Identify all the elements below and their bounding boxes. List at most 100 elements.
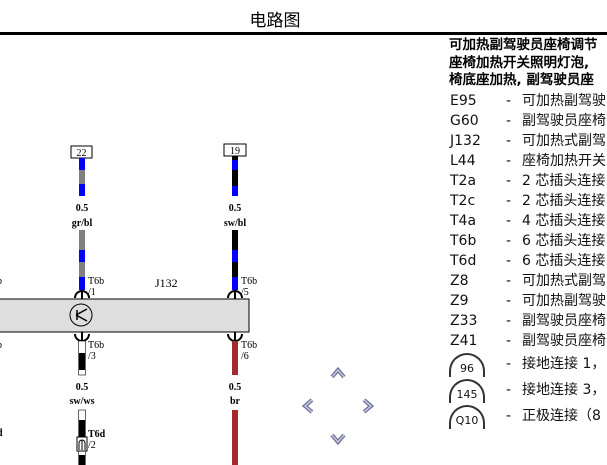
legend-dash: -	[506, 92, 512, 109]
legend-header-line: 可加热副驾驶员座椅调节	[449, 37, 598, 53]
wire-sw-ws[interactable]: T6b /3 0.5 sw/ws T6d /2	[69, 332, 106, 465]
ground-symbol-icon: Q10	[449, 404, 485, 429]
legend-dash: -	[506, 407, 512, 424]
legend-code: E95	[450, 92, 477, 109]
legend-item: J132-可加热式副驾	[449, 131, 607, 151]
legend-code: J132	[450, 132, 481, 149]
terminal-number: 19	[230, 146, 240, 157]
legend-dash: -	[506, 292, 512, 309]
wire-size: 0.5	[76, 382, 89, 393]
connector-pin: /6	[241, 351, 249, 362]
header-divider	[0, 32, 607, 35]
wire-sw-bl[interactable]: 19 0.5 sw/bl T6b /5	[223, 143, 257, 299]
connector-pin: /5	[241, 287, 249, 298]
legend-desc: 6 芯插头连接	[522, 232, 606, 249]
connector-pin: /2	[88, 440, 96, 451]
legend-item: Z9 -可加热副驾驶	[449, 291, 607, 311]
legend-item: L44 -座椅加热开关	[449, 151, 607, 171]
legend-item: G60-副驾驶员座椅	[449, 111, 607, 131]
legend-item: T2a -2 芯插头连接	[449, 171, 607, 191]
connector-label: T6b	[88, 276, 104, 287]
legend-dash: -	[506, 355, 512, 372]
connector-label: T6d	[88, 429, 106, 440]
legend-code: Z33	[450, 312, 478, 329]
connector-label: T6b	[241, 340, 257, 351]
page-title: 电路图	[249, 11, 301, 31]
legend-desc: 可加热副驾驶	[522, 292, 606, 309]
legend-item: T6d -6 芯插头连接	[449, 251, 607, 271]
legend-desc: 2 芯插头连接	[522, 172, 606, 189]
legend-dash: -	[506, 132, 512, 149]
legend-item: E95 -可加热副驾驶	[449, 91, 607, 111]
legend-code: Z41	[450, 332, 478, 349]
circuit-diagram[interactable]: 22 0.5 gr/bl T6b /1 19 0.5 sw/bl T6b /5 …	[0, 0, 445, 465]
legend-ground-item: Q10 -正极连接（8	[449, 403, 607, 429]
edge-fragment: d	[0, 428, 3, 439]
pan-left-icon[interactable]	[300, 398, 316, 414]
legend-item: T6b -6 芯插头连接	[449, 231, 607, 251]
pan-control[interactable]	[300, 365, 380, 447]
pan-down-icon[interactable]	[330, 431, 346, 447]
legend-desc: 座椅加热开关	[522, 152, 606, 169]
legend-dash: -	[506, 232, 512, 249]
legend-dash: -	[506, 272, 512, 289]
legend-code: T2c	[450, 192, 476, 209]
wire-br[interactable]: T6b /6 0.5 br	[227, 332, 257, 465]
legend-dash: -	[506, 172, 512, 189]
legend-ground-item: 96 -接地连接 1，	[449, 351, 607, 377]
legend-item: T2c -2 芯插头连接	[449, 191, 607, 211]
legend-header-line: 座椅加热开关照明灯泡,	[449, 54, 590, 71]
legend-code: T6d	[450, 252, 477, 269]
legend-desc: 副驾驶员座椅	[522, 112, 606, 129]
pan-right-icon[interactable]	[360, 398, 376, 414]
legend-dash: -	[506, 152, 512, 169]
legend-item: Z8 -可加热式副驾	[449, 271, 607, 291]
legend-item: Z33-副驾驶员座椅	[449, 311, 607, 331]
legend-code: Z9	[450, 292, 469, 309]
relay-symbol-icon	[69, 303, 93, 327]
connector-pin: /3	[88, 351, 96, 362]
legend-desc: 可加热式副驾	[522, 272, 606, 289]
wire-size: 0.5	[229, 203, 242, 214]
legend-code: G60	[450, 112, 479, 129]
legend-code: Z8	[450, 272, 469, 289]
legend-desc: 接地连接 3，	[522, 381, 606, 398]
edge-fragment: b	[0, 340, 2, 351]
legend-desc: 2 芯插头连接	[522, 192, 606, 209]
legend-desc: 副驾驶员座椅	[522, 312, 606, 329]
wire-size: 0.5	[76, 203, 89, 214]
component-j132[interactable]	[0, 298, 250, 333]
legend-code: T6b	[450, 232, 477, 249]
legend-ground-item: 145 -接地连接 3，	[449, 377, 607, 403]
connector-pin: /1	[88, 287, 96, 298]
ground-symbol-icon: 145	[449, 378, 485, 403]
edge-fragment: b	[0, 276, 2, 287]
legend-code: T2a	[450, 172, 477, 189]
legend-header-line: 椅底座加热, 副驾驶员座	[449, 72, 594, 88]
legend-desc: 接地连接 1，	[522, 355, 606, 372]
pan-up-icon[interactable]	[330, 365, 346, 381]
legend-desc: 副驾驶员座椅	[522, 332, 606, 349]
connector-label: T6b	[241, 276, 257, 287]
wire-color: sw/ws	[69, 396, 94, 407]
legend-desc: 可加热副驾驶	[522, 92, 606, 109]
legend-item: Z41 -副驾驶员座椅	[449, 331, 607, 351]
legend-dash: -	[506, 212, 512, 229]
legend-item: T4a -4 芯插头连接	[449, 211, 607, 231]
wire-size: 0.5	[229, 382, 242, 393]
legend-dash: -	[506, 192, 512, 209]
legend-desc: 4 芯插头连接	[522, 212, 606, 229]
legend-dash: -	[506, 381, 512, 398]
legend-dash: -	[506, 332, 512, 349]
legend-dash: -	[506, 252, 512, 269]
legend-code: L44	[450, 152, 476, 169]
ground-symbol-icon: 96	[449, 352, 485, 377]
legend-code: T4a	[450, 212, 477, 229]
legend-desc: 6 芯插头连接	[522, 252, 606, 269]
legend-panel: 可加热副驾驶员座椅调节 座椅加热开关照明灯泡, 椅底座加热, 副驾驶员座 E95…	[449, 37, 607, 429]
wire-color: gr/bl	[72, 218, 93, 229]
wire-gr-bl[interactable]: 22 0.5 gr/bl T6b /1	[70, 145, 104, 299]
component-label: J132	[155, 276, 178, 290]
legend-desc: 正极连接（8	[522, 407, 601, 424]
terminal-number: 22	[77, 148, 87, 159]
